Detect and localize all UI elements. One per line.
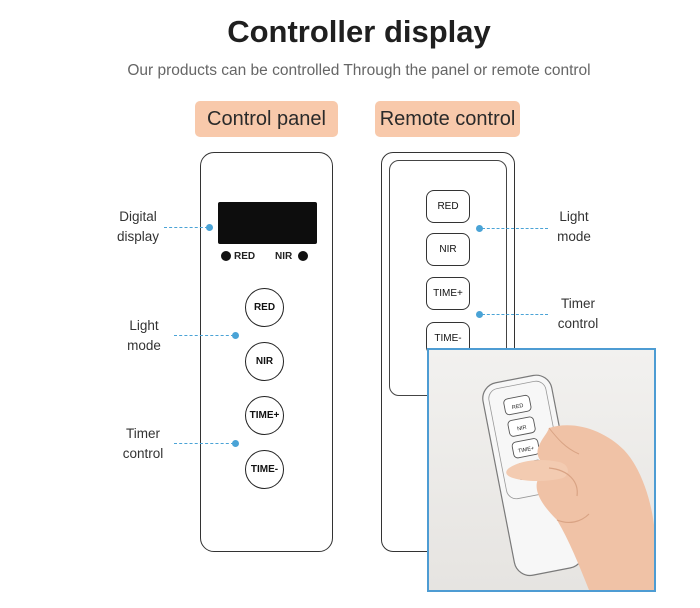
nir-indicator-light — [298, 251, 308, 261]
light-mode-leader-line-right — [482, 228, 548, 229]
timer-control-leader-line-left — [174, 443, 234, 444]
digital-display-leader-line — [164, 227, 208, 228]
red-indicator-light — [221, 251, 231, 261]
panel-red-button[interactable]: RED — [245, 288, 284, 327]
light-mode-callout-right: Light mode — [548, 207, 600, 247]
light-mode-leader-dot-left — [232, 332, 239, 339]
panel-nir-button[interactable]: NIR — [245, 342, 284, 381]
callout-line-1: Timer — [561, 296, 595, 311]
digital-display-leader-dot — [206, 224, 213, 231]
remote-in-hand-photo: RED NIR TIME+ — [427, 348, 656, 592]
svg-text:NIR: NIR — [517, 425, 527, 433]
svg-text:TIME+: TIME+ — [518, 446, 535, 455]
remote-red-button[interactable]: RED — [426, 190, 470, 223]
callout-line-2: mode — [557, 229, 591, 244]
callout-line-2: control — [557, 316, 599, 331]
timer-control-leader-dot-left — [232, 440, 239, 447]
callout-line-1: Digital — [119, 209, 157, 224]
hand-holding-remote-illustration: RED NIR TIME+ — [429, 350, 654, 590]
callout-line-2: mode — [127, 338, 161, 353]
light-mode-leader-dot-right — [476, 225, 483, 232]
light-mode-callout-left: Light mode — [118, 316, 170, 356]
timer-control-leader-dot-right — [476, 311, 483, 318]
control-panel-tab: Control panel — [195, 101, 338, 137]
red-indicator-label: RED — [234, 251, 256, 262]
page-title: Controller display — [227, 14, 491, 49]
callout-line-1: Light — [559, 209, 589, 224]
nir-indicator-label: NIR — [275, 251, 293, 262]
remote-nir-button[interactable]: NIR — [426, 233, 470, 266]
callout-line-2: display — [116, 229, 160, 244]
light-mode-leader-line-left — [174, 335, 234, 336]
panel-time-minus-button[interactable]: TIME- — [245, 450, 284, 489]
callout-line-1: Timer — [126, 426, 160, 441]
remote-time-plus-button[interactable]: TIME+ — [426, 277, 470, 310]
page-subtitle: Our products can be controlled Through t… — [127, 62, 591, 79]
callout-line-2: control — [122, 446, 164, 461]
digital-display-callout: Digital display — [112, 207, 164, 247]
timer-control-callout-left: Timer control — [115, 424, 171, 464]
svg-text:RED: RED — [511, 403, 524, 411]
timer-control-leader-line-right — [482, 314, 548, 315]
remote-control-tab: Remote control — [375, 101, 520, 137]
digital-display-screen — [218, 202, 317, 244]
timer-control-callout-right: Timer control — [550, 294, 606, 334]
panel-time-plus-button[interactable]: TIME+ — [245, 396, 284, 435]
callout-line-1: Light — [129, 318, 159, 333]
